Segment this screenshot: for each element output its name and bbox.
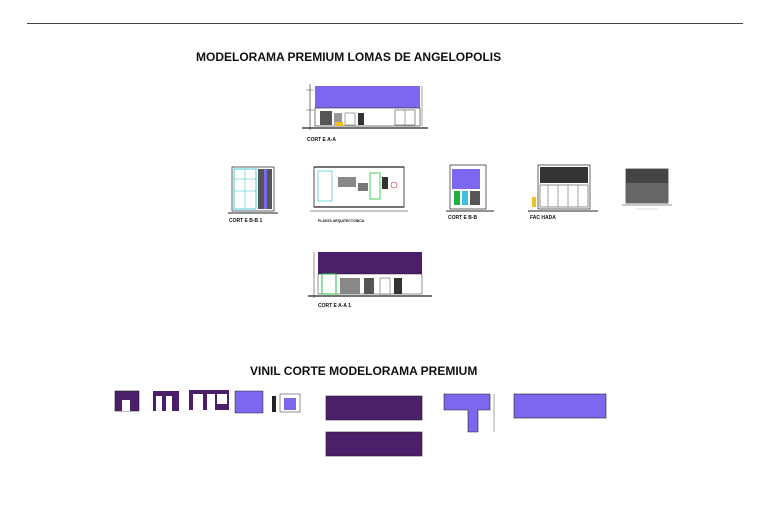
label-corte-b-b1: CORT E B-B 1 [229, 218, 263, 224]
sheet-title-top: MODELORAMA PREMIUM LOMAS DE ANGELOPOLIS [196, 50, 502, 64]
label-corte-a-a1: CORT E A-A 1 [318, 303, 351, 309]
vinyl-panel-4[interactable] [232, 388, 266, 418]
vinyl-panel-2[interactable] [150, 388, 182, 418]
drawing-elevacion-lateral[interactable] [622, 165, 672, 211]
label-corte-a-a: CORT E A-A [307, 137, 336, 143]
drawing-corte-a-a[interactable] [300, 80, 430, 142]
drawing-planta-arquitectonica[interactable] [310, 163, 410, 215]
sheet-title-bottom: VINIL CORTE MODELORAMA PREMIUM [250, 364, 478, 378]
label-fachada: FAC HADA [530, 215, 556, 221]
vinyl-strip-1[interactable] [322, 392, 426, 424]
label-corte-b-b: CORT E B-B [448, 215, 478, 221]
vinyl-panel-5[interactable] [270, 390, 304, 420]
drawing-corte-a-a1[interactable] [308, 248, 433, 304]
vinyl-panel-1[interactable] [112, 388, 142, 418]
vinyl-panel-3[interactable] [187, 386, 231, 418]
drawing-fachada[interactable] [528, 163, 600, 215]
drawing-corte-b-b1[interactable] [228, 165, 278, 217]
vinyl-strip-3[interactable] [510, 390, 610, 422]
drawing-corte-b-b[interactable] [446, 163, 496, 215]
vinyl-l-shape[interactable] [440, 386, 502, 438]
vinyl-strip-2[interactable] [322, 428, 426, 460]
top-divider-line [27, 23, 743, 24]
label-planta-arquitectonica: PLANTA ARQUITECTONICA [318, 219, 365, 223]
